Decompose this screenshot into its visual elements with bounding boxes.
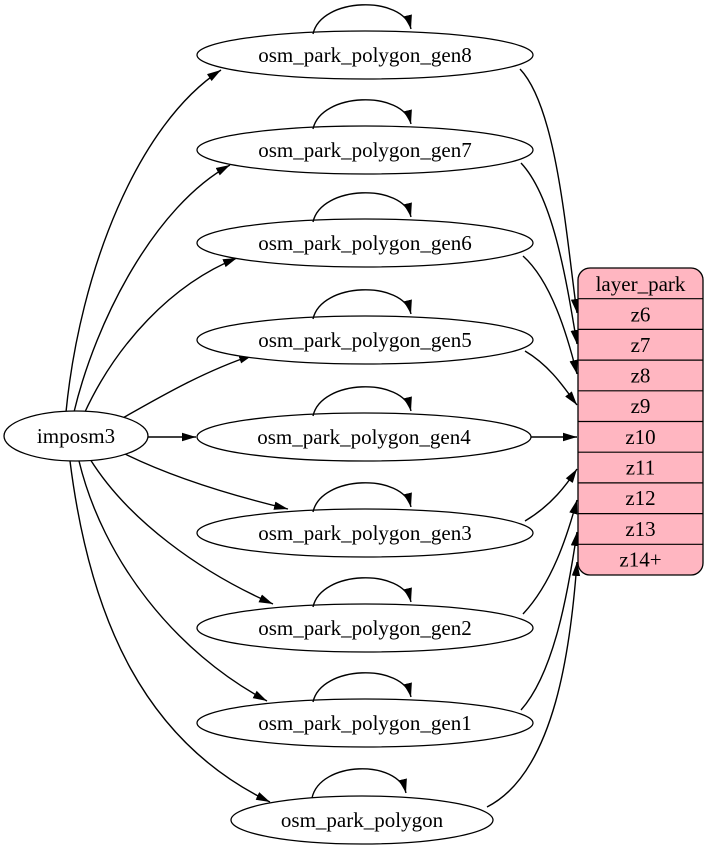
edge-imposm3-to-polygon xyxy=(69,460,271,803)
self-loop-gen6 xyxy=(312,192,412,223)
edge-imposm3-to-gen5 xyxy=(113,354,254,424)
node-osm_park_polygon_gen2: osm_park_polygon_gen2 xyxy=(196,603,534,653)
polygon-label: osm_park_polygon xyxy=(281,808,444,832)
node-osm_park_polygon_gen3: osm_park_polygon_gen3 xyxy=(196,508,534,558)
edge-imposm3-to-gen8 xyxy=(65,69,222,413)
edge-gen5-to-z9 xyxy=(524,350,578,406)
layer-row-z11: z11 xyxy=(626,456,656,480)
layer-park-title: layer_park xyxy=(596,272,686,296)
edges-from-source xyxy=(65,69,289,803)
node-osm_park_polygon: osm_park_polygon xyxy=(230,795,494,845)
node-osm_park_polygon_gen8: osm_park_polygon_gen8 xyxy=(196,30,534,80)
layer-row-z6: z6 xyxy=(631,303,651,327)
edge-imposm3-to-gen1 xyxy=(78,460,268,702)
gen7-label: osm_park_polygon_gen7 xyxy=(258,138,471,162)
gen8-ellipse xyxy=(196,30,534,80)
edge-gen2-to-z12 xyxy=(522,499,578,615)
gen2-ellipse xyxy=(196,603,534,653)
edge-gen1-to-z13 xyxy=(520,531,580,711)
node-osm_park_polygon_gen1: osm_park_polygon_gen1 xyxy=(196,698,534,748)
gen6-ellipse xyxy=(196,218,534,268)
imposm3-ellipse xyxy=(3,410,149,462)
gen4-ellipse xyxy=(196,412,532,462)
edge-imposm3-to-gen3 xyxy=(124,453,289,510)
node-osm_park_polygon_gen6: osm_park_polygon_gen6 xyxy=(196,218,534,268)
self-loop-gen4 xyxy=(312,386,412,417)
layer-row-z14plus: z14+ xyxy=(619,548,661,572)
self-loop-gen5 xyxy=(312,289,412,320)
self-loops xyxy=(311,4,412,799)
gen5-label: osm_park_polygon_gen5 xyxy=(258,328,471,352)
layer-row-z10: z10 xyxy=(625,425,655,449)
self-loop-gen7 xyxy=(312,99,412,130)
imposm3-label: imposm3 xyxy=(37,424,115,448)
layer-row-z7: z7 xyxy=(631,333,651,357)
self-loop-gen3 xyxy=(312,482,412,513)
gen1-ellipse xyxy=(196,698,534,748)
layer-row-z9: z9 xyxy=(631,394,651,418)
layer-row-z8: z8 xyxy=(631,364,651,388)
polygon-ellipse xyxy=(230,795,494,845)
self-loop-polygon xyxy=(311,768,407,799)
edges-to-layer xyxy=(486,68,581,808)
layer-row-z12: z12 xyxy=(625,486,655,510)
layer-row-z13: z13 xyxy=(625,517,655,541)
self-loop-gen1 xyxy=(312,672,412,703)
node-osm_park_polygon_gen5: osm_park_polygon_gen5 xyxy=(196,315,534,365)
gen4-label: osm_park_polygon_gen4 xyxy=(257,425,471,449)
edge-gen8-to-z6 xyxy=(519,68,580,314)
edge-gen7-to-z7 xyxy=(520,162,579,345)
node-imposm3: imposm3 xyxy=(3,410,149,462)
node-osm_park_polygon_gen7: osm_park_polygon_gen7 xyxy=(196,125,534,175)
edge-polygon-to-z14plus xyxy=(486,561,581,808)
gen8-label: osm_park_polygon_gen8 xyxy=(258,43,471,67)
gen7-ellipse xyxy=(196,125,534,175)
self-loop-gen8 xyxy=(312,4,412,35)
gen1-label: osm_park_polygon_gen1 xyxy=(258,711,471,735)
self-loop-gen2 xyxy=(312,577,412,608)
edge-imposm3-to-gen7 xyxy=(73,164,231,413)
gen2-label: osm_park_polygon_gen2 xyxy=(258,616,471,640)
edge-imposm3-to-gen2 xyxy=(89,458,274,605)
gen3-label: osm_park_polygon_gen3 xyxy=(258,521,471,545)
edge-gen6-to-z8 xyxy=(522,255,578,375)
gen5-ellipse xyxy=(196,315,534,365)
gen3-ellipse xyxy=(196,508,534,558)
gen6-label: osm_park_polygon_gen6 xyxy=(258,231,471,255)
edge-gen3-to-z11 xyxy=(524,468,578,522)
edge-imposm3-to-gen6 xyxy=(83,257,238,415)
node-osm_park_polygon_gen4: osm_park_polygon_gen4 xyxy=(196,412,532,462)
node-layer_park: layer_park z6 z7 z8 z9 z10 z11 z12 z13 z… xyxy=(577,267,704,576)
